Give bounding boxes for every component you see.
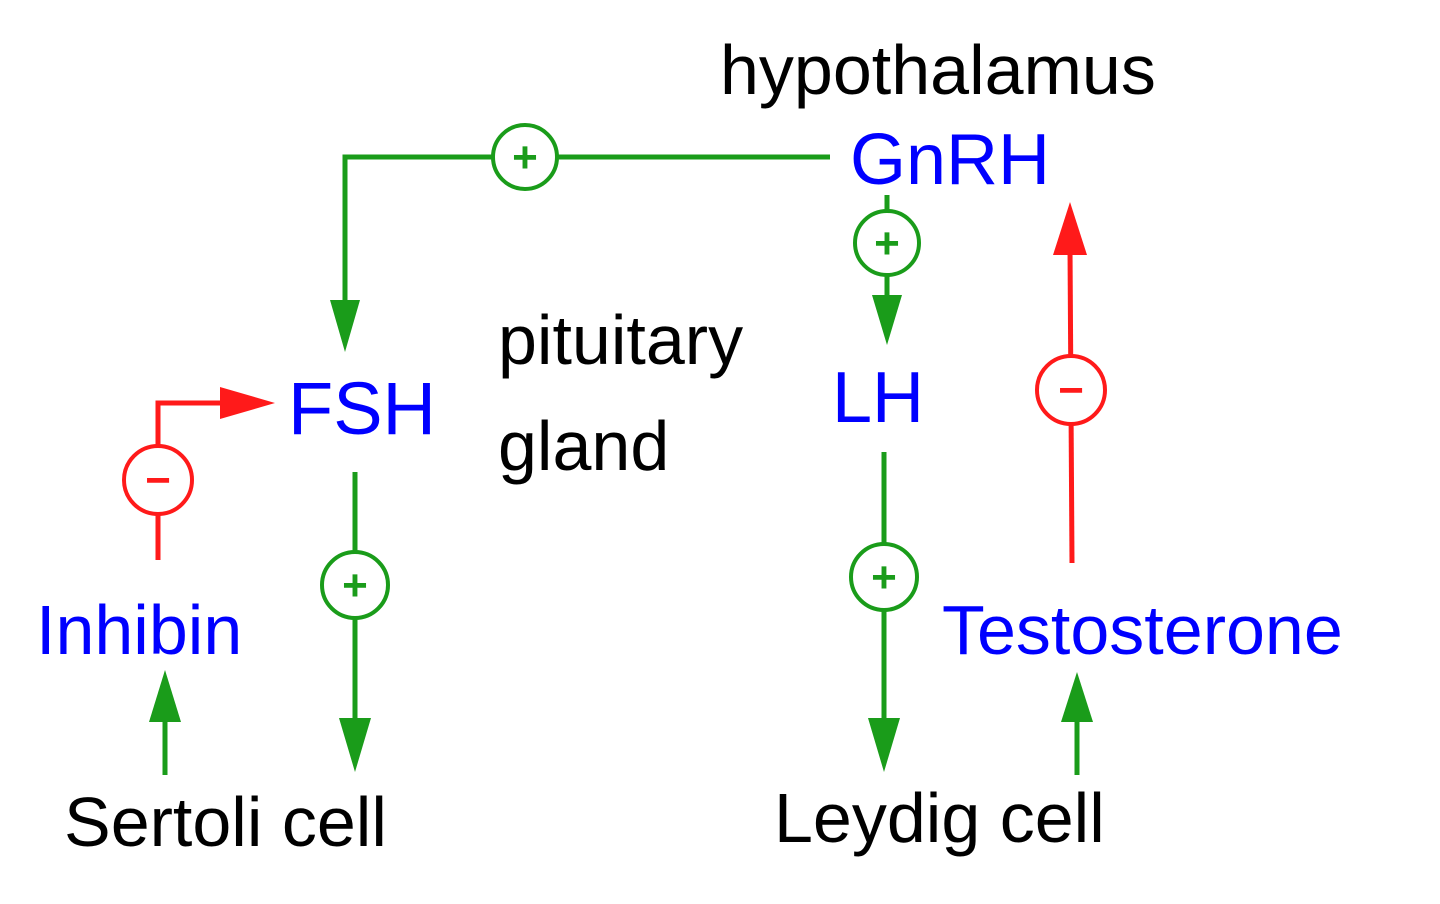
leydig-cell-label: Leydig cell	[774, 779, 1105, 857]
gnrh-to-lh-plus-sign: +	[853, 209, 921, 277]
svg-text:+: +	[342, 561, 368, 610]
svg-text:+: +	[874, 219, 900, 268]
lh-to-leydig-plus-sign: +	[849, 542, 919, 612]
gnrh-label: GnRH	[850, 120, 1050, 200]
hypothalamus-label: hypothalamus	[720, 31, 1156, 109]
testosterone-label: Testosterone	[942, 591, 1343, 669]
inhibin-to-fsh-minus-sign: −	[122, 444, 194, 516]
fsh-to-sertoli-arrow	[339, 472, 371, 772]
gnrh-to-fsh-plus-sign: +	[491, 123, 559, 191]
fsh-to-sertoli-plus-sign: +	[320, 550, 390, 620]
svg-text:+: +	[512, 133, 538, 182]
pituitary-label: pituitary	[498, 301, 743, 379]
fsh-label: FSH	[288, 367, 436, 450]
gnrh-to-fsh-arrow	[330, 154, 830, 352]
svg-text:+: +	[871, 553, 897, 602]
sertoli-to-inhibin-arrow	[149, 670, 181, 775]
gland-label: gland	[498, 407, 669, 485]
svg-text:−: −	[1058, 366, 1084, 415]
leydig-to-testosterone-arrow	[1061, 672, 1093, 775]
sertoli-cell-label: Sertoli cell	[64, 783, 387, 861]
inhibin-label: Inhibin	[36, 591, 242, 669]
testosterone-to-gnrh-minus-sign: −	[1035, 354, 1107, 426]
svg-text:−: −	[145, 456, 171, 505]
lh-label: LH	[832, 358, 924, 438]
